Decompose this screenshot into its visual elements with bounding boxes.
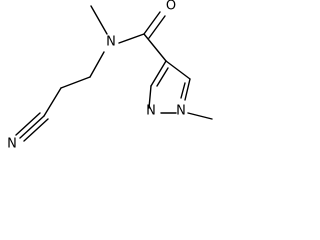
nitrile-nitrogen-label: N bbox=[7, 137, 17, 152]
bond-ch2-ch2 bbox=[60, 76, 91, 89]
bond-ring-n-methyl bbox=[187, 112, 213, 120]
bond-ring-n2-c3 bbox=[148, 85, 152, 109]
bond-nitrile-triple-c bbox=[23, 118, 49, 142]
bond-ring-c3-c4-inner bbox=[156, 67, 169, 87]
bond-amide-n-carbonyl bbox=[118, 33, 145, 44]
bond-ring-c5-n1 bbox=[184, 78, 191, 101]
bond-ch2-nitrile-carbon bbox=[43, 87, 62, 117]
bond-carbonyl-ring bbox=[143, 33, 167, 62]
ring-nitrogen-label: N bbox=[176, 104, 186, 119]
bond-ring-c3-c4 bbox=[150, 60, 167, 87]
amide-nitrogen-label: N bbox=[106, 35, 116, 50]
bond-carbonyl-double-a bbox=[143, 11, 161, 35]
oxygen-label: O bbox=[166, 0, 176, 14]
bond-amide-n-methyl bbox=[90, 5, 108, 35]
bond-amide-n-ch2 bbox=[89, 51, 105, 78]
bond-ring-c5-n1-inner bbox=[180, 82, 186, 99]
bond-nitrile-triple-b bbox=[15, 112, 41, 136]
bond-ring-c4-c5 bbox=[165, 60, 191, 80]
chemical-structure: O N N N N bbox=[7, 0, 213, 152]
ring-nitrogen-label: N bbox=[146, 104, 156, 119]
bond-nitrile-triple-a bbox=[19, 115, 45, 139]
bond-carbonyl-double-b bbox=[148, 15, 166, 39]
